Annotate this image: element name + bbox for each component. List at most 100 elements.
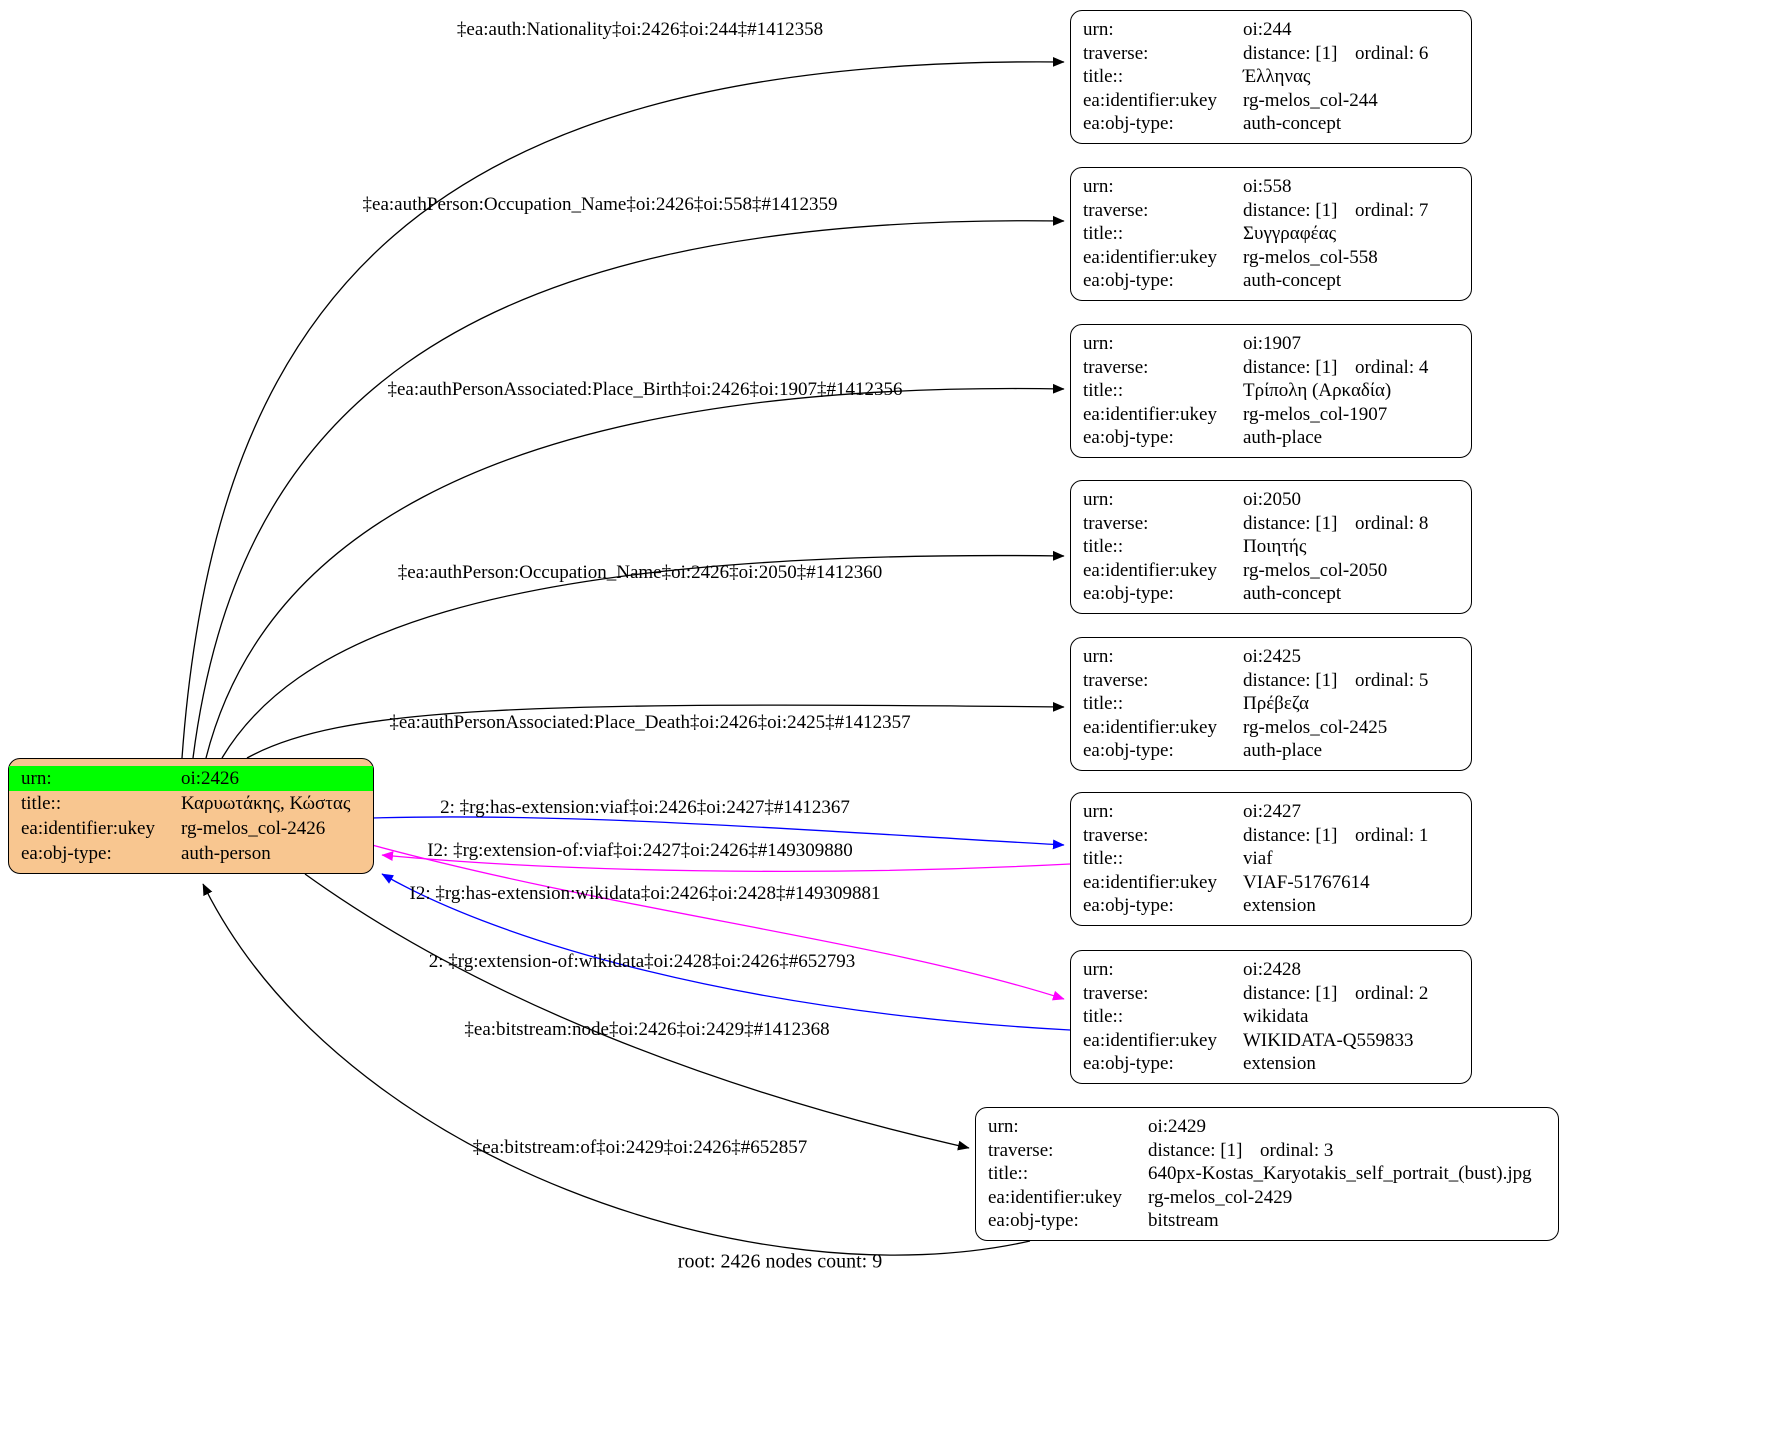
- distance-value: distance: [1]: [1243, 669, 1338, 691]
- title-label: title::: [1083, 380, 1124, 401]
- identifier-label: ea:identifier:ukey: [1083, 1029, 1217, 1051]
- traverse-label: traverse:: [1083, 42, 1149, 64]
- title-value: Πρέβεζα: [1243, 693, 1309, 714]
- traverse-value: distance: [1] ordinal: 8: [1243, 512, 1471, 536]
- edge-bitstream-node-2429: [304, 873, 970, 1151]
- title-label: title::: [1083, 848, 1124, 869]
- title-label: title::: [1083, 693, 1124, 714]
- ordinal-value: ordinal: 3: [1260, 1139, 1334, 1161]
- urn-row: urn: oi:1907: [1071, 332, 1471, 356]
- title-row: title:: 640px-Kostas_Karyotakis_self_por…: [976, 1162, 1558, 1186]
- traverse-label: traverse:: [1083, 824, 1149, 846]
- ordinal-value: ordinal: 8: [1355, 512, 1429, 534]
- traverse-value: distance: [1] ordinal: 3: [1148, 1139, 1558, 1163]
- title-value: Έλληνας: [1243, 66, 1311, 87]
- objtype-row: ea:obj-type: bitstream: [976, 1209, 1558, 1233]
- traverse-value: distance: [1] ordinal: 6: [1243, 42, 1471, 66]
- objtype-label: ea:obj-type:: [1083, 1053, 1174, 1074]
- objtype-value: auth-place: [1243, 427, 1323, 448]
- objtype-row: ea:obj-type: auth-concept: [1071, 112, 1471, 136]
- title-row: title:: Καρυωτάκης, Κώστας: [9, 791, 373, 816]
- urn-label: urn:: [21, 768, 52, 789]
- edge-bitstream-of-return: [202, 883, 1031, 1256]
- urn-label: urn:: [1083, 19, 1114, 40]
- identifier-value: rg-melos_col-244: [1243, 89, 1378, 111]
- edge-label-extension-of-viaf: I2: ‡rg:extension-of:viaf‡oi:2427‡oi:242…: [427, 840, 853, 861]
- node-oi-1907: urn: oi:1907 traverse: distance: [1]ordi…: [1070, 324, 1472, 458]
- urn-label: urn:: [1083, 959, 1114, 980]
- title-value: viaf: [1243, 848, 1273, 869]
- node-root-oi-2426: urn: oi:2426 title:: Καρυωτάκης, Κώστας …: [8, 758, 374, 874]
- identifier-label: ea:identifier:ukey: [1083, 89, 1217, 111]
- objtype-value: auth-place: [1243, 740, 1323, 761]
- urn-value: oi:2426: [181, 768, 240, 789]
- identifier-row: ea:identifier:ukey rg-melos_col-2429: [976, 1186, 1558, 1210]
- edge-place-death-2425: [246, 701, 1065, 759]
- identifier-row: ea:identifier:ukey WIKIDATA-Q559833: [1071, 1029, 1471, 1053]
- distance-value: distance: [1]: [1243, 512, 1338, 534]
- traverse-row: traverse: distance: [1] ordinal: 8: [1071, 512, 1471, 536]
- traverse-row: traverse: distance: [1] ordinal: 2: [1071, 982, 1471, 1006]
- objtype-label: ea:obj-type:: [1083, 113, 1174, 134]
- edge-occupation-name-2050: [221, 550, 1065, 759]
- identifier-value: VIAF-51767614: [1243, 871, 1370, 893]
- title-value: Καρυωτάκης, Κώστας: [181, 793, 351, 814]
- node-oi-2428: urn: oi:2428 traverse: distance: [1]ordi…: [1070, 950, 1472, 1084]
- ordinal-value: ordinal: 7: [1355, 199, 1429, 221]
- distance-value: distance: [1]: [1243, 42, 1338, 64]
- identifier-value: rg-melos_col-2429: [1148, 1186, 1293, 1208]
- urn-value: oi:2425: [1243, 646, 1302, 667]
- traverse-row: traverse: distance: [1]ordinal: 4: [1071, 356, 1471, 380]
- identifier-row: ea:identifier:ukey rg-melos_col-1907: [1071, 403, 1471, 427]
- distance-value: distance: [1]: [1243, 982, 1338, 1004]
- ordinal-value: ordinal: 2: [1355, 982, 1429, 1004]
- ordinal-value: ordinal: 4: [1355, 356, 1429, 378]
- identifier-value: rg-melos_col-2425: [1243, 716, 1388, 738]
- traverse-row: traverse: distance: [1] ordinal: 6: [1071, 42, 1471, 66]
- edge-label-has-extension-wikidata: I2: ‡rg:has-extension:wikidata‡oi:2426‡o…: [409, 883, 881, 904]
- traverse-value: distance: [1]ordinal: 5: [1243, 669, 1471, 693]
- traverse-value: distance: [1] ordinal: 2: [1243, 982, 1471, 1006]
- traverse-row: traverse: distance: [1]ordinal: 1: [1071, 824, 1471, 848]
- identifier-row: ea:identifier:ukey rg-melos_col-244: [1071, 89, 1471, 113]
- objtype-value: extension: [1243, 1053, 1316, 1074]
- traverse-label: traverse:: [1083, 512, 1149, 534]
- title-value: Τρίπολη (Αρκαδία): [1243, 380, 1392, 401]
- traverse-label: traverse:: [1083, 669, 1149, 691]
- edge-has-extension-wikidata-2428: [371, 844, 1065, 1001]
- objtype-value: auth-concept: [1243, 113, 1342, 134]
- ordinal-value: ordinal: 6: [1355, 42, 1429, 64]
- objtype-label: ea:obj-type:: [1083, 583, 1174, 604]
- traverse-value: distance: [1]ordinal: 7: [1243, 199, 1471, 223]
- edge-label-bitstream-node: ‡ea:bitstream:node‡oi:2426‡oi:2429‡#1412…: [464, 1019, 830, 1040]
- urn-value: oi:1907: [1243, 333, 1302, 354]
- traverse-label: traverse:: [1083, 982, 1149, 1004]
- objtype-row: ea:obj-type: extension: [1071, 894, 1471, 918]
- title-row: title:: Τρίπολη (Αρκαδία): [1071, 379, 1471, 403]
- distance-value: distance: [1]: [1148, 1139, 1243, 1161]
- urn-row: urn: oi:2425: [1071, 645, 1471, 669]
- node-oi-244: urn: oi:244 traverse: distance: [1]ordin…: [1070, 10, 1472, 144]
- identifier-label: ea:identifier:ukey: [21, 818, 155, 839]
- traverse-label: traverse:: [988, 1139, 1054, 1161]
- title-value: Ποιητής: [1243, 536, 1307, 557]
- node-oi-2050: urn: oi:2050 traverse: distance: [1] ordi…: [1070, 480, 1472, 614]
- objtype-row: ea:obj-type: extension: [1071, 1052, 1471, 1076]
- objtype-label: ea:obj-type:: [1083, 427, 1174, 448]
- objtype-label: ea:obj-type:: [21, 843, 112, 864]
- title-label: title::: [1083, 536, 1124, 557]
- edge-label-place-birth: ‡ea:authPersonAssociated:Place_Birth‡oi:…: [387, 379, 903, 400]
- objtype-row: ea:obj-type: auth-concept: [1071, 269, 1471, 293]
- title-value: 640px-Kostas_Karyotakis_self_portrait_(b…: [1148, 1163, 1532, 1184]
- identifier-value: rg-melos_col-2050: [1243, 559, 1388, 581]
- identifier-value: WIKIDATA-Q559833: [1243, 1029, 1414, 1051]
- urn-row: urn: oi:2050: [1071, 488, 1471, 512]
- traverse-row: traverse: distance: [1]ordinal: 5: [1071, 669, 1471, 693]
- title-label: title::: [1083, 223, 1124, 244]
- urn-value: oi:2429: [1148, 1116, 1207, 1137]
- objtype-value: auth-person: [181, 843, 271, 864]
- objtype-row: ea:obj-type: auth-place: [1071, 739, 1471, 763]
- title-label: title::: [21, 793, 62, 814]
- traverse-value: distance: [1]ordinal: 4: [1243, 356, 1471, 380]
